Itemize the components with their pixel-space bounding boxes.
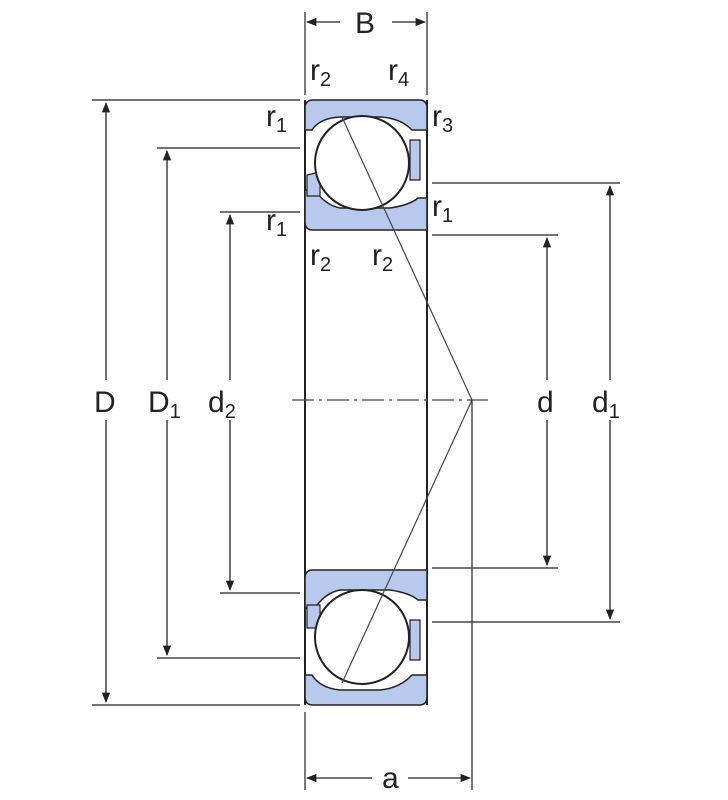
label-D1: D1 (148, 386, 181, 423)
contact-line-bottom (341, 399, 473, 684)
outer-ring-top (304, 99, 428, 131)
ball-bottom (314, 589, 410, 685)
ball-top (314, 115, 410, 211)
inner-ring-bottom (304, 569, 428, 609)
label-d: d (537, 386, 554, 419)
label-r2-bottom-left: r2 (310, 239, 331, 276)
extension-lines (92, 12, 620, 790)
label-r1-mid-left: r1 (266, 204, 287, 241)
label-r2-top: r2 (310, 54, 331, 91)
label-a: a (382, 762, 399, 795)
dimension-lines (101, 17, 615, 783)
label-r2-bottom-right: r2 (372, 239, 393, 276)
label-D: D (94, 386, 116, 419)
label-r3-right: r3 (432, 100, 453, 137)
cage-bottom-right (409, 619, 421, 661)
label-r1-top-left: r1 (266, 100, 287, 137)
label-d1: d1 (592, 386, 620, 423)
outer-ring-bottom (304, 674, 428, 706)
cage-top-right (409, 139, 421, 181)
label-d2: d2 (208, 386, 236, 423)
contact-line-top (341, 116, 473, 401)
label-r4-top: r4 (388, 54, 409, 91)
label-B: B (355, 7, 375, 40)
bearing-cross-section (304, 99, 428, 706)
label-r1-right: r1 (432, 190, 453, 227)
